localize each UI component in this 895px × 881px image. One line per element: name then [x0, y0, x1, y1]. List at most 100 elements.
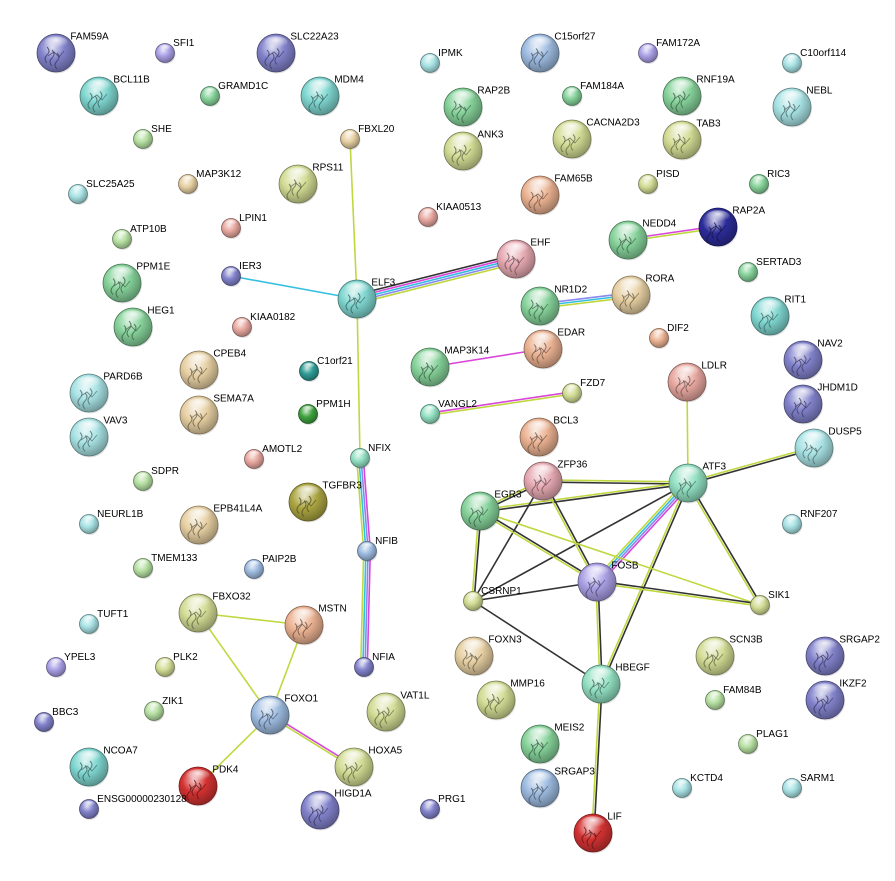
edge-csrnp1-hbegf[interactable] — [472, 600, 602, 685]
node-rnf207[interactable]: RNF207 — [782, 509, 838, 535]
edge-fosb-csrnp1[interactable] — [472, 581, 598, 602]
node-fam84b[interactable]: FAM84B — [705, 685, 762, 711]
node-egr3[interactable]: EGR3 — [460, 490, 522, 532]
node-atp10b[interactable]: ATP10B — [112, 224, 168, 250]
node-rnf19a[interactable]: RNF19A — [662, 75, 735, 117]
edge-dusp5-atf3[interactable] — [686, 446, 816, 485]
node-mdm4[interactable]: MDM4 — [300, 75, 364, 117]
node-sema7a[interactable]: SEMA7A — [179, 394, 254, 436]
node-fam184a[interactable]: FAM184A — [562, 81, 625, 107]
node-gramd1c[interactable]: GRAMD1C — [200, 81, 269, 107]
edge-ier3-elf3[interactable] — [230, 275, 358, 300]
node-nfib[interactable]: NFIB — [357, 536, 399, 562]
node-paip2b[interactable]: PAIP2B — [244, 554, 297, 580]
node-map3k12[interactable]: MAP3K12 — [178, 169, 242, 195]
node-ensg00000230128[interactable]: ENSG00000230128 — [79, 794, 188, 820]
node-zik1[interactable]: ZIK1 — [144, 696, 184, 722]
node-rap2a[interactable]: RAP2A — [698, 206, 765, 248]
node-atf3[interactable]: ATF3 — [668, 462, 726, 504]
node-foxn3[interactable]: FOXN3 — [454, 635, 522, 677]
node-elf3[interactable]: ELF3 — [337, 278, 396, 320]
node-rap2b[interactable]: RAP2B — [443, 86, 510, 128]
node-plk2[interactable]: PLK2 — [155, 652, 199, 678]
node-epb41l4a[interactable]: EPB41L4A — [179, 504, 263, 546]
node-fzd7[interactable]: FZD7 — [562, 378, 606, 404]
edge-fbxl20-elf3[interactable] — [349, 138, 358, 300]
node-tuft1[interactable]: TUFT1 — [79, 609, 129, 635]
node-hoxa5[interactable]: HOXA5 — [334, 746, 403, 788]
edge-egr3-sik1[interactable] — [479, 510, 761, 606]
node-nebl[interactable]: NEBL — [772, 86, 833, 128]
node-ikzf2[interactable]: IKZF2 — [805, 679, 867, 721]
node-nfix[interactable]: NFIX — [350, 443, 392, 469]
node-ank3[interactable]: ANK3 — [443, 130, 504, 172]
node-rora[interactable]: RORA — [611, 274, 675, 316]
node-meis2[interactable]: MEIS2 — [520, 723, 585, 765]
edge-vangl2-fzd7[interactable] — [429, 391, 573, 416]
node-bcl11b[interactable]: BCL11B — [79, 75, 150, 117]
edge-nfib-nfia[interactable] — [359, 550, 372, 668]
node-fam65b[interactable]: FAM65B — [520, 174, 593, 216]
node-mmp16[interactable]: MMP16 — [476, 679, 545, 721]
node-scn3b[interactable]: SCN3B — [695, 635, 763, 677]
node-she[interactable]: SHE — [133, 124, 173, 150]
edge-atf3-zfp36[interactable] — [542, 479, 689, 485]
node-hbegf[interactable]: HBEGF — [581, 663, 650, 705]
node-bcl3[interactable]: BCL3 — [519, 416, 579, 458]
node-ier3[interactable]: IER3 — [221, 261, 262, 287]
node-amotl2[interactable]: AMOTL2 — [244, 444, 303, 470]
node-c1orf21[interactable]: C1orf21 — [299, 356, 354, 382]
node-c10orf114[interactable]: C10orf114 — [782, 48, 847, 74]
node-foxo1[interactable]: FOXO1 — [250, 694, 319, 736]
node-slc25a25[interactable]: SLC25A25 — [68, 179, 135, 205]
node-vangl2[interactable]: VANGL2 — [420, 399, 478, 425]
node-srgap2[interactable]: SRGAP2 — [805, 635, 880, 677]
edge-hbegf-lif[interactable] — [591, 683, 603, 834]
node-dif2[interactable]: DIF2 — [649, 323, 690, 349]
node-tmem133[interactable]: TMEM133 — [133, 553, 198, 579]
node-ipmk[interactable]: IPMK — [420, 48, 463, 74]
node-slc22a23[interactable]: SLC22A23 — [256, 32, 339, 74]
node-prg1[interactable]: PRG1 — [420, 794, 466, 820]
node-fbxo32[interactable]: FBXO32 — [178, 592, 251, 634]
node-sfi1[interactable]: SFI1 — [155, 38, 195, 64]
node-nfia[interactable]: NFIA — [354, 652, 396, 678]
edge-elf3-ehf[interactable] — [355, 253, 518, 305]
edge-atf3-csrnp1[interactable] — [472, 482, 689, 602]
node-bbc3[interactable]: BBC3 — [34, 707, 79, 733]
node-pdk4[interactable]: PDK4 — [178, 765, 239, 807]
edge-zfp36-csrnp1[interactable] — [472, 480, 544, 602]
node-fam59a[interactable]: FAM59A — [36, 32, 109, 74]
node-tab3[interactable]: TAB3 — [662, 119, 721, 161]
node-lif[interactable]: LIF — [573, 812, 622, 854]
node-kiaa0513[interactable]: KIAA0513 — [418, 202, 482, 228]
node-jhdm1d[interactable]: JHDM1D — [783, 383, 858, 425]
node-csrnp1[interactable]: CSRNP1 — [463, 586, 523, 612]
node-cacna2d3[interactable]: CACNA2D3 — [552, 118, 640, 160]
node-sertad3[interactable]: SERTAD3 — [738, 257, 802, 283]
node-c15orf27[interactable]: C15orf27 — [520, 32, 596, 74]
node-edar[interactable]: EDAR — [523, 328, 585, 370]
edge-nfix-nfib[interactable] — [355, 456, 372, 553]
node-sarm1[interactable]: SARM1 — [782, 773, 836, 799]
node-neurl1b[interactable]: NEURL1B — [79, 509, 144, 535]
node-ypel3[interactable]: YPEL3 — [46, 652, 96, 678]
node-ldlr[interactable]: LDLR — [667, 361, 727, 403]
node-rit1[interactable]: RIT1 — [750, 295, 806, 337]
edge-egr3-fosb[interactable] — [478, 509, 599, 584]
node-map3k14[interactable]: MAP3K14 — [410, 346, 490, 388]
node-ehf[interactable]: EHF — [496, 238, 550, 280]
node-sik1[interactable]: SIK1 — [750, 590, 791, 616]
edge-atf3-hbegf[interactable] — [599, 481, 690, 686]
node-dusp5[interactable]: DUSP5 — [794, 427, 862, 469]
node-zfp36[interactable]: ZFP36 — [523, 460, 588, 502]
node-ppm1h[interactable]: PPM1H — [298, 399, 351, 425]
node-ncoa7[interactable]: NCOA7 — [69, 746, 138, 788]
node-rps11[interactable]: RPS11 — [278, 163, 344, 205]
node-tgfbr3[interactable]: TGFBR3 — [288, 481, 362, 523]
node-lpin1[interactable]: LPIN1 — [221, 213, 268, 239]
node-kctd4[interactable]: KCTD4 — [672, 773, 724, 799]
edge-atf3-fosb[interactable] — [593, 479, 692, 586]
node-ric3[interactable]: RIC3 — [749, 169, 791, 195]
edge-fbxo32-foxo1[interactable] — [197, 612, 271, 716]
